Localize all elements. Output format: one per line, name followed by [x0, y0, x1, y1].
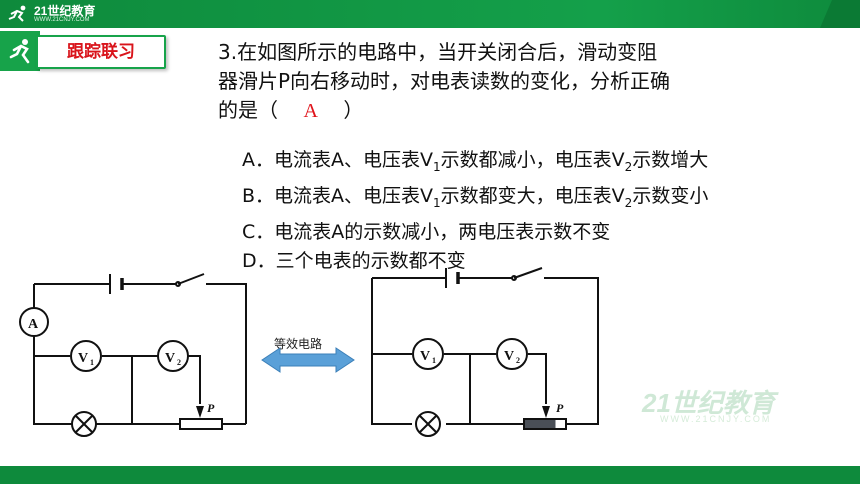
question-text: 3.在如图所示的电路中，当开关闭合后，滑动变阻 器滑片P向右移动时，对电表读数的… — [218, 38, 818, 126]
right-v2-label: V — [504, 349, 514, 364]
question-line-3-prefix: 的是（ — [218, 98, 278, 122]
question-line-3-suffix: ） — [343, 98, 364, 122]
option-a-sub2: 2 — [624, 159, 633, 174]
question-line-1: 3.在如图所示的电路中，当开关闭合后，滑动变阻 — [218, 40, 658, 64]
voltmeter-v1 — [70, 340, 102, 372]
right-voltmeter-v2 — [496, 338, 528, 370]
equivalent-circuit-label: 等效电路 — [274, 337, 323, 351]
watermark-url: WWW.21CNJY.COM — [660, 414, 772, 424]
option-b-sub1: 1 — [433, 195, 441, 210]
rheostat — [179, 418, 223, 430]
badge-accent — [0, 31, 40, 71]
v1-sub: 1 — [90, 358, 94, 367]
option-b-part2: 示数都变大，电压表V — [440, 184, 625, 207]
option-c: C．电流表A的示数减小，两电压表示数不变 — [242, 220, 611, 243]
left-slider-arrow — [196, 406, 204, 418]
v1-label: V — [78, 351, 88, 366]
v2-sub: 2 — [177, 358, 181, 367]
ammeter — [19, 307, 49, 337]
equivalent-circuit — [371, 267, 599, 437]
top-banner: 21世纪教育 WWW.21CNJY.COM — [0, 0, 860, 28]
brand-logo: 21世纪教育 WWW.21CNJY.COM — [8, 4, 95, 24]
option-b: B．电流表A、电压表V1示数都变大，电压表V2示数变小 — [242, 182, 708, 218]
answer-letter: A — [303, 100, 318, 122]
badge-label: 跟踪联习 — [67, 42, 135, 62]
watermark: 21世纪教育 — [642, 388, 775, 418]
brand-url: WWW.21CNJY.COM — [34, 17, 90, 23]
right-v1-sub: 1 — [432, 356, 436, 365]
bottom-banner — [0, 466, 860, 484]
left-outer-wire — [33, 284, 246, 425]
runner-icon — [9, 39, 30, 64]
left-switch-blade — [177, 273, 205, 285]
option-b-part1: B．电流表A、电压表V — [242, 184, 434, 207]
right-switch-blade — [513, 267, 543, 279]
runner-logo-icon — [8, 5, 26, 22]
option-a-sub1: 1 — [433, 159, 441, 174]
right-outer-wire — [371, 277, 599, 425]
answer-options: A．电流表A、电压表V1示数都减小，电压表V2示数增大 B．电流表A、电压表V1… — [242, 146, 708, 276]
option-b-part3: 示数变小 — [632, 184, 709, 207]
right-voltmeter-v1 — [412, 338, 444, 370]
right-slider-label: P — [556, 401, 564, 415]
option-a-part2: 示数都减小，电压表V — [440, 149, 625, 171]
v2-label: V — [165, 351, 175, 366]
option-a-part1: A．电流表A、电压表V — [242, 149, 433, 171]
left-top-wire — [34, 283, 247, 424]
right-lamp-cross-2 — [419, 415, 437, 433]
left-meter-wire — [34, 355, 201, 404]
banner-stripe — [820, 0, 860, 28]
voltmeter-v2 — [157, 340, 189, 372]
right-v2-sub: 2 — [516, 356, 520, 365]
ammeter-label: A — [28, 317, 39, 332]
badge-box: 跟踪联习 — [36, 35, 166, 69]
equivalent-arrow-icon — [261, 347, 355, 373]
option-b-sub2: 2 — [624, 195, 633, 210]
option-d: D．三个电表的示数都不变 — [242, 249, 466, 272]
right-v1-label: V — [420, 349, 430, 364]
brand-name: 21世纪教育 — [34, 4, 96, 18]
right-rheostat — [523, 418, 567, 430]
right-slider-arrow — [542, 406, 550, 418]
question-line-2: 器滑片P向右移动时，对电表读数的变化，分析正确 — [218, 69, 671, 93]
circuit-diagrams: A V 1 V 2 P V 1 V 2 P — [19, 267, 599, 437]
question-line-3: 的是（ A ） — [218, 96, 818, 126]
option-a: A．电流表A、电压表V1示数都减小，电压表V2示数增大 — [242, 146, 708, 182]
slider-label: P — [207, 401, 215, 415]
section-badge: 跟踪联习 — [0, 31, 168, 71]
option-a-part3: 示数增大 — [632, 149, 709, 171]
original-circuit — [19, 273, 247, 437]
lamp-cross-2 — [75, 415, 93, 433]
